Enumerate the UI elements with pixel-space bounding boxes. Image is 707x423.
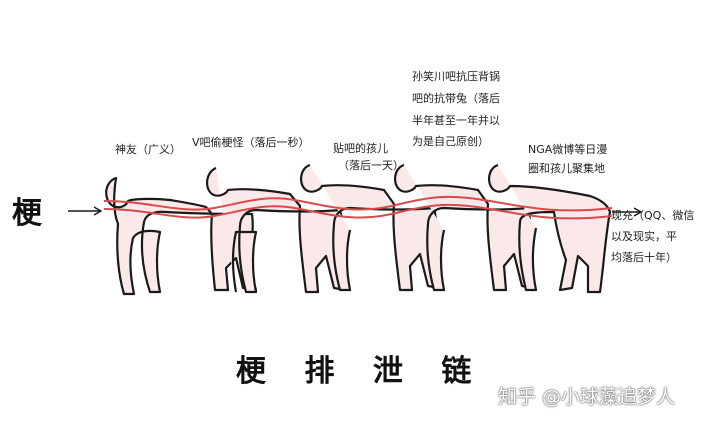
- page-title: 梗 排 泄 链: [236, 354, 486, 389]
- entry-label: 梗: [12, 196, 42, 231]
- exit-arrow: [612, 207, 643, 217]
- figure-1: [105, 176, 258, 296]
- label-sun-line4: 为是自己原创）: [412, 135, 489, 148]
- label-real-line3: 均落后十年）: [611, 251, 677, 264]
- label-sun-line1: 孙笑川吧抗压背锅: [412, 70, 500, 83]
- label-nga-line2: 圈和孩儿聚集地: [528, 162, 605, 175]
- figure-5: [488, 163, 612, 294]
- watermark: 知乎 @小球藻追梦人: [498, 386, 676, 408]
- label-v-ba: V吧偷梗怪（落后一秒）: [192, 136, 310, 149]
- label-shenyou: 神友（广义）: [115, 143, 181, 156]
- label-huba-line1: 贴吧的孩儿: [333, 142, 388, 155]
- label-nga-line1: NGA微博等日漫: [528, 143, 608, 156]
- label-real-line2: 以及现实，平: [611, 230, 677, 243]
- label-huba-line2: （落后一天）: [338, 159, 404, 172]
- intestine-line: [103, 195, 613, 220]
- label-real-line1: 现充（QQ、微信: [611, 209, 695, 222]
- label-sun-line3: 半年甚至一年并以: [412, 114, 500, 127]
- label-sun-line2: 吧的抗带兔（落后: [412, 92, 500, 105]
- entry-arrow: [68, 206, 103, 216]
